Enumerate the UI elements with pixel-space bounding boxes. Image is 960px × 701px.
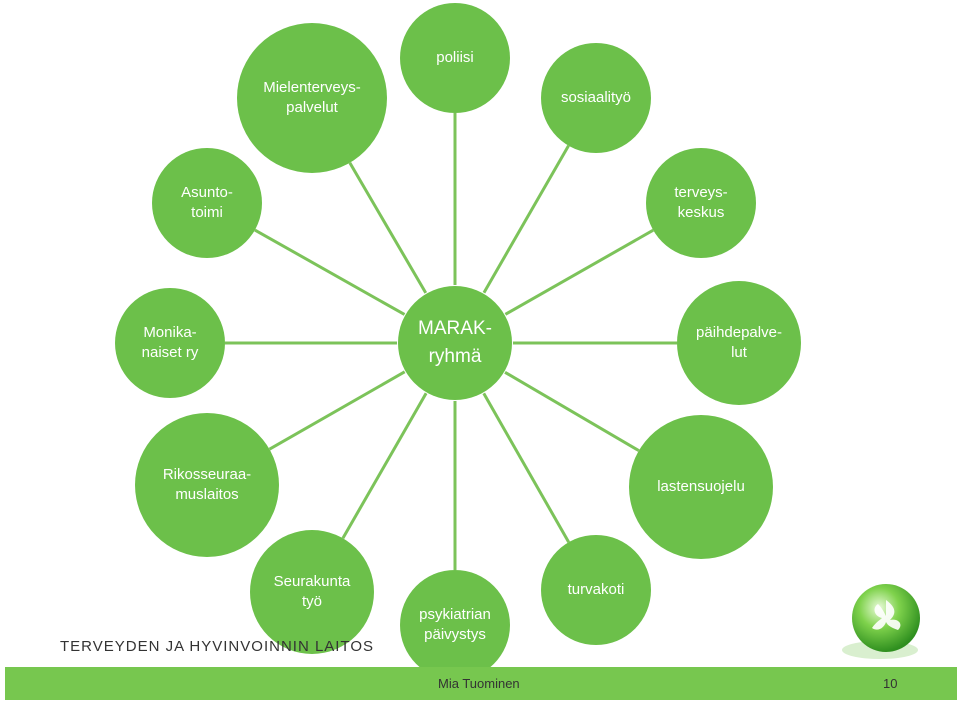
node-paihdepalvelut: päihdepalve- lut (677, 281, 801, 405)
connector-sosiaalityo (482, 144, 570, 295)
footer-bar (5, 667, 957, 700)
connector-mielenterveyspalvelut (348, 162, 428, 295)
node-monikanaiset: Monika- naiset ry (115, 288, 225, 398)
footer-author: Mia Tuominen (438, 676, 520, 691)
node-marak-ryhma-label: MARAK- ryhmä (418, 318, 492, 367)
node-rikosseuraamuslaitos: Rikosseuraa- muslaitos (135, 413, 279, 557)
node-terveyskeskus-label: terveys- keskus (674, 184, 728, 221)
node-sosiaalityo-label: sosiaalityö (560, 89, 632, 106)
organization-logo-text: TERVEYDEN JA HYVINVOINNIN LAITOS (60, 638, 375, 655)
node-rikosseuraamuslaitos-label: Rikosseuraa- muslaitos (162, 466, 252, 503)
node-seurakuntatyo: Seurakunta työ (250, 530, 374, 654)
connector-terveyskeskus (503, 228, 654, 317)
node-psykiatrian-paivystys: psykiatrian päivystys (400, 570, 510, 680)
connector-turvakoti (481, 391, 571, 543)
node-turvakoti: turvakoti (541, 535, 651, 645)
node-lastensuojelu-label: lastensuojelu (657, 478, 745, 495)
page-number: 10 (883, 676, 898, 691)
node-monikanaiset-label: Monika- naiset ry (141, 324, 199, 361)
connector-lastensuojelu (503, 370, 640, 452)
node-asuntotoimi-label: Asunto- toimi (181, 184, 233, 221)
node-psykiatrian-paivystys-label: psykiatrian päivystys (419, 606, 491, 643)
node-mielenterveyspalvelut-label: Mielenterveys- palvelut (263, 79, 361, 116)
node-sosiaalityo: sosiaalityö (541, 43, 651, 153)
node-mielenterveyspalvelut: Mielenterveys- palvelut (237, 23, 387, 173)
node-seurakuntatyo-label: Seurakunta työ (273, 573, 351, 610)
node-paihdepalvelut-label: päihdepalve- lut (696, 324, 782, 361)
node-lastensuojelu: lastensuojelu (629, 415, 773, 559)
connector-asuntotoimi (254, 228, 407, 317)
node-terveyskeskus: terveys- keskus (646, 148, 756, 258)
node-turvakoti-label: turvakoti (567, 581, 625, 598)
node-marak-ryhma: MARAK- ryhmä (398, 286, 512, 400)
node-poliisi: poliisi (400, 3, 510, 113)
node-poliisi-label: poliisi (436, 49, 474, 66)
connector-seurakuntatyo (341, 391, 428, 539)
node-asuntotoimi: Asunto- toimi (152, 148, 262, 258)
connector-rikosseuraamuslaitos (268, 370, 407, 451)
green-globe-orb-icon (842, 584, 920, 659)
